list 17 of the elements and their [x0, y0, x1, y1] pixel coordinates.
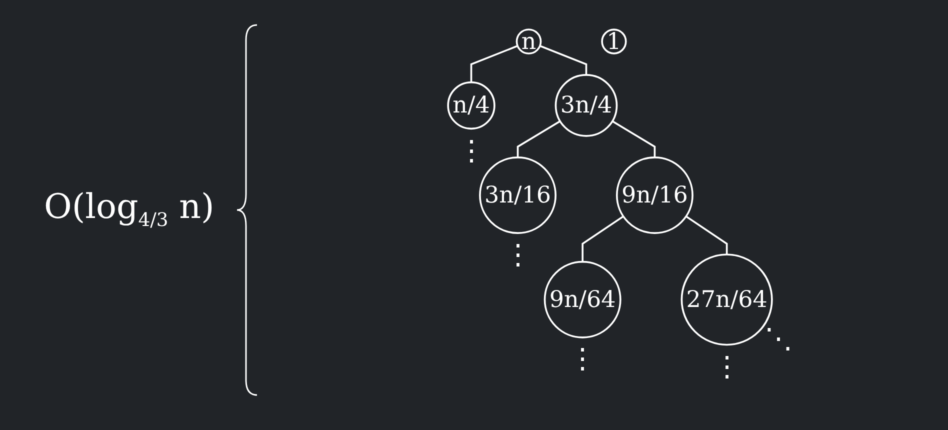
vertical-ellipsis: ⋮ — [504, 241, 532, 270]
node-circle: n/4 — [447, 81, 496, 130]
connector — [612, 120, 656, 158]
vertical-ellipsis: ⋮ — [568, 345, 597, 374]
complexity-label: O(log$_{4/3}$ n) — [44, 190, 214, 230]
connector — [470, 45, 518, 82]
node-circle: 3n/16 — [479, 156, 556, 234]
connector — [516, 120, 561, 158]
node-circle: 3n/4 — [554, 74, 618, 137]
connector — [686, 216, 728, 254]
node-circle: n — [516, 28, 542, 54]
vertical-ellipsis: ⋮ — [712, 352, 741, 381]
connector — [540, 45, 588, 75]
connector — [582, 216, 624, 262]
node-circle: 9n/16 — [616, 156, 694, 234]
node-circle: 1 — [601, 28, 627, 54]
node-circle: 9n/64 — [544, 260, 622, 338]
